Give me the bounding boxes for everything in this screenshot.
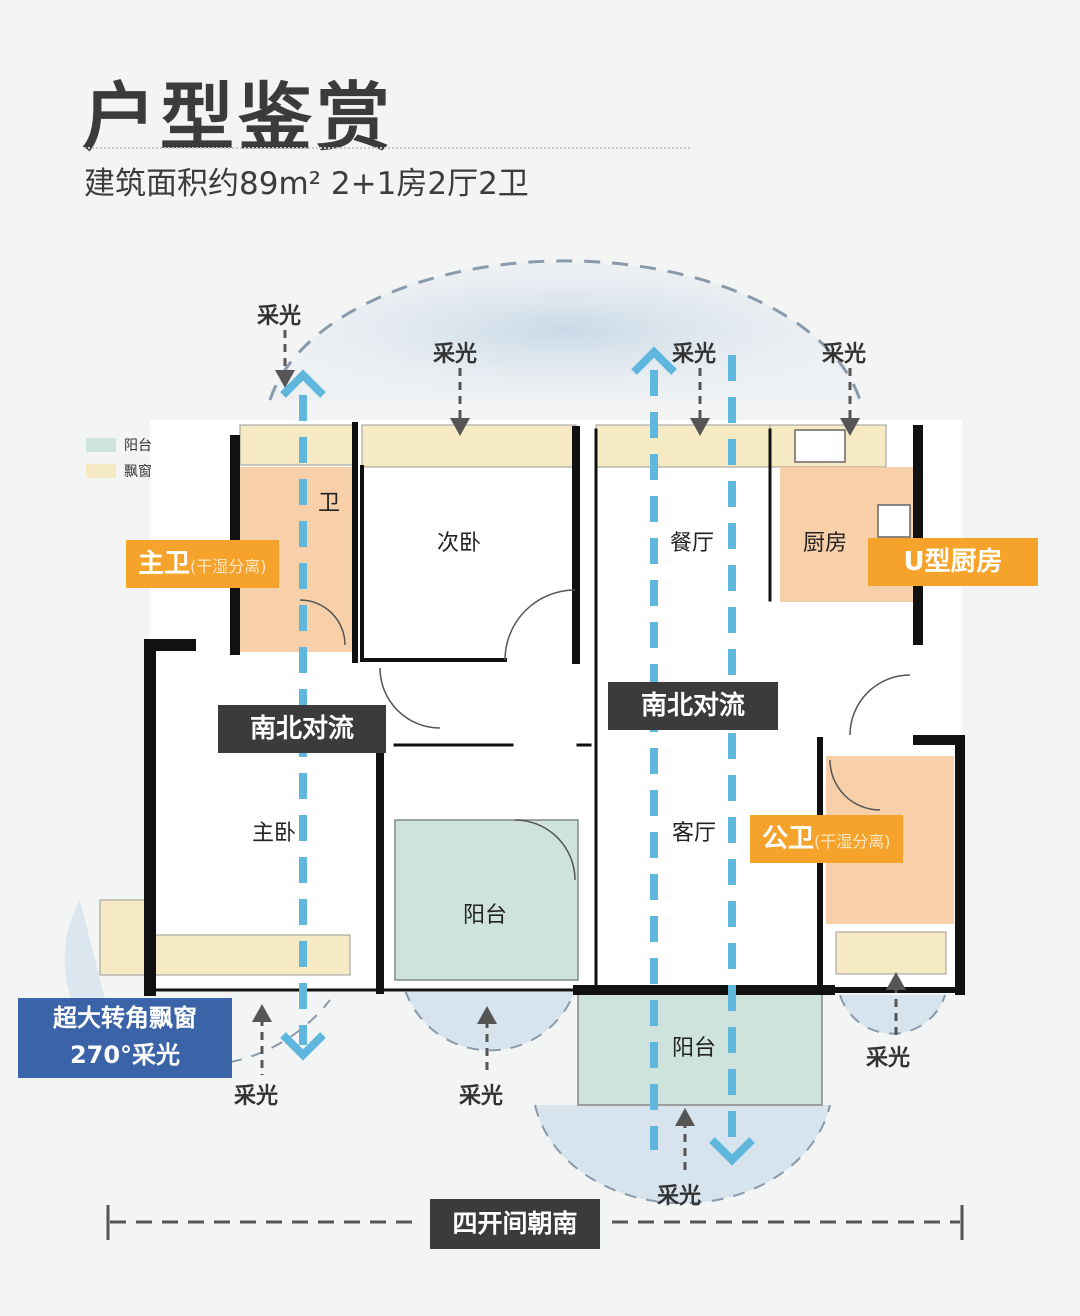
- tag-public-bath: 公卫(干湿分离): [750, 815, 903, 863]
- room-master-bedroom: 主卧: [252, 821, 297, 846]
- bay-window-public-bath: [835, 931, 947, 975]
- room-kitchen: 厨房: [803, 531, 848, 556]
- legend-balcony-label: 阳台: [124, 438, 152, 454]
- legend-balcony: 阳台: [86, 435, 152, 455]
- dimension-line: [106, 1205, 964, 1240]
- light-label-3: 采光: [672, 342, 717, 367]
- light-arrows: [260, 330, 898, 1170]
- light-label-4: 采光: [822, 342, 867, 367]
- tag-master-bath-sub: (干湿分离): [190, 557, 267, 576]
- tag-corner-bay-window: 超大转角飘窗 270°采光: [18, 998, 232, 1078]
- page-subtitle: 建筑面积约89m² 2+1房2厅2卫: [84, 166, 529, 202]
- light-label-2: 采光: [433, 342, 478, 367]
- tag-convection-left: 南北对流: [218, 705, 386, 753]
- light-label-6: 采光: [459, 1084, 504, 1109]
- tag-public-bath-sub: (干湿分离): [814, 832, 891, 851]
- airflow-arrowheads: [280, 346, 755, 1166]
- sink-icon: [794, 429, 846, 463]
- tag-orientation: 四开间朝南: [430, 1199, 600, 1249]
- tag-corner-bay-window-line1: 超大转角飘窗: [53, 1004, 197, 1032]
- tag-master-bath: 主卫(干湿分离): [126, 540, 279, 588]
- light-label-8: 采光: [866, 1046, 911, 1071]
- tag-master-bath-main: 主卫: [138, 549, 191, 579]
- inner-balcony: [394, 819, 579, 981]
- airflow-arrows: [299, 355, 736, 1150]
- page-title: 户型鉴赏: [82, 75, 394, 161]
- stove-icon: [877, 504, 911, 538]
- walls: [144, 422, 965, 996]
- legend-bay-window: 飘窗: [86, 461, 152, 481]
- bay-window-master-bath: [239, 424, 356, 466]
- room-living: 客厅: [672, 821, 717, 846]
- outer-balcony: [577, 989, 823, 1106]
- room-master-bath: 卫: [318, 491, 341, 516]
- legend-balcony-swatch: [86, 438, 116, 452]
- light-label-7: 采光: [657, 1184, 702, 1209]
- tag-u-kitchen: U型厨房: [868, 538, 1038, 586]
- bay-window-second-bedroom: [361, 424, 577, 468]
- tag-public-bath-main: 公卫: [762, 824, 815, 854]
- room-second-bedroom: 次卧: [437, 531, 482, 556]
- tag-convection-right: 南北对流: [608, 682, 778, 730]
- bay-window-dining: [595, 424, 771, 468]
- light-label-5: 采光: [234, 1084, 279, 1109]
- doors: [299, 589, 911, 881]
- divider: [84, 147, 690, 149]
- legend-bay-window-swatch: [86, 464, 116, 478]
- legend-bay-window-label: 飘窗: [124, 464, 152, 480]
- room-outer-balcony: 阳台: [672, 1036, 717, 1061]
- light-label-1: 采光: [257, 304, 302, 329]
- light-arrowheads: [252, 370, 906, 1126]
- tag-corner-bay-window-line2: 270°采光: [69, 1041, 181, 1069]
- room-dining: 餐厅: [670, 531, 715, 556]
- room-inner-balcony: 阳台: [463, 903, 508, 928]
